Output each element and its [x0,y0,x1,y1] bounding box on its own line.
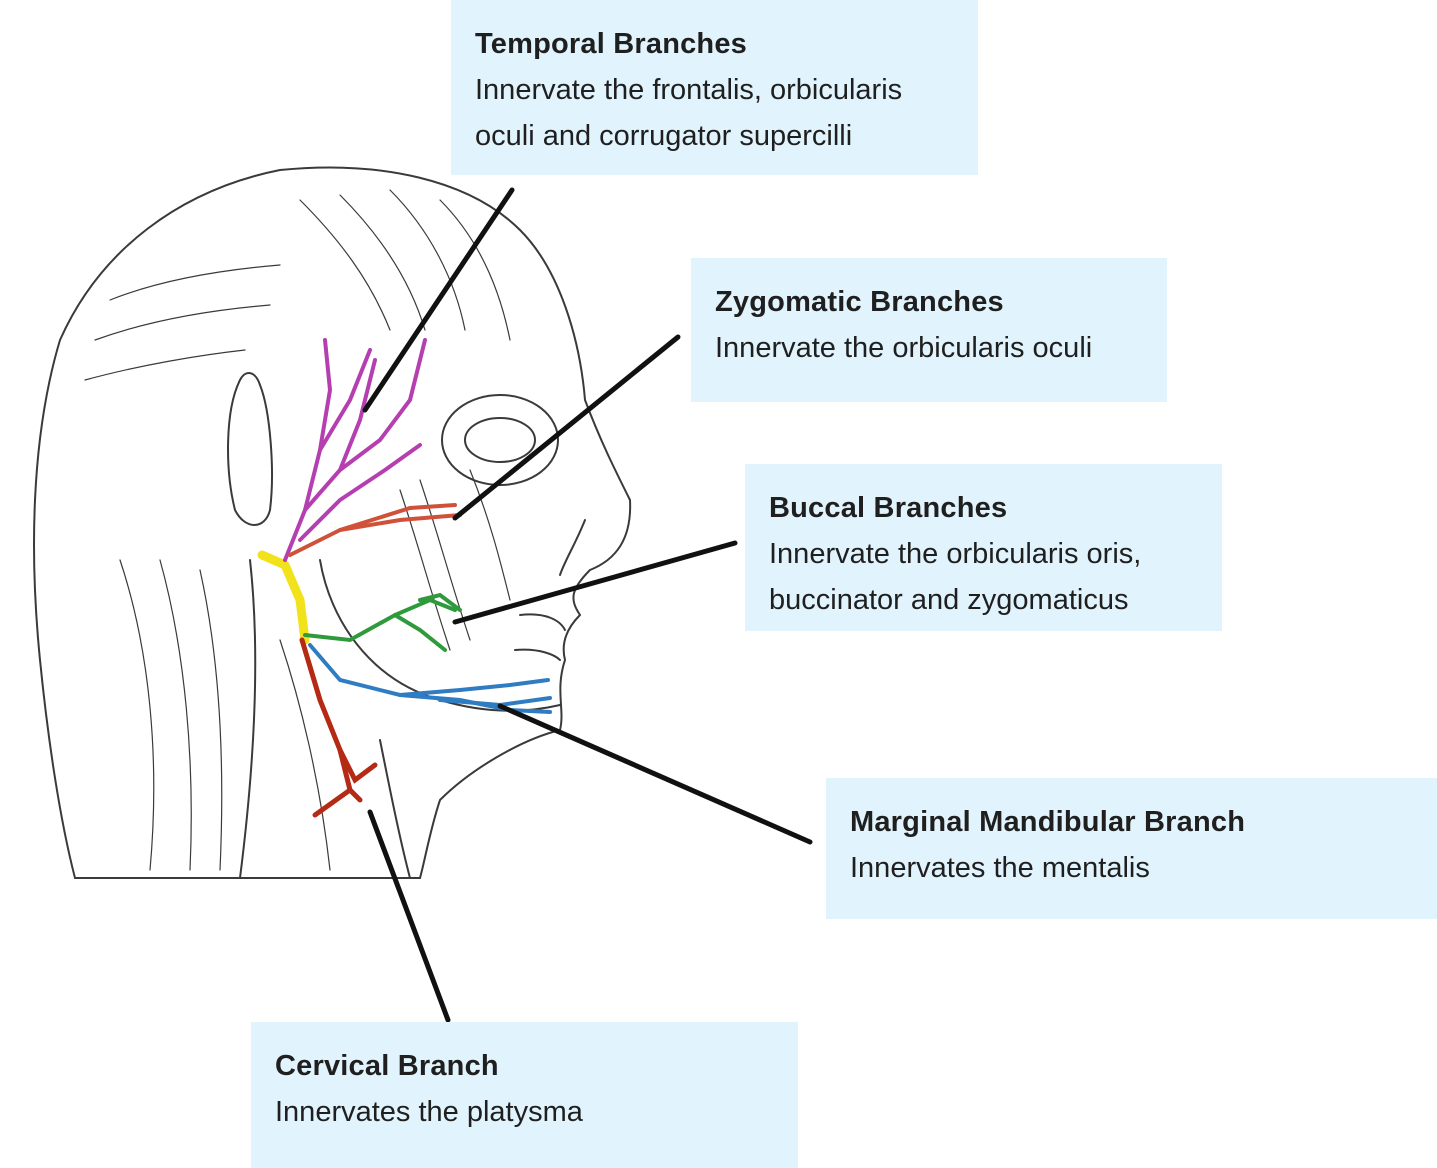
facial-nerve-trunk [257,550,310,645]
marginal-mandibular-branch-description: Innervates the mentalis [850,851,1150,884]
temporal-branches-title: Temporal Branches [475,28,748,60]
temporal-branches-description: Innervate the frontalis, orbicularis ocu… [475,73,903,153]
marginal-mandibular-branch-title: Marginal Mandibular Branch [850,806,1246,838]
zygomatic-branches-description: Innervate the orbicularis oculi [715,331,1093,364]
temporal-branches-label: Temporal Branches Innervate the frontali… [451,0,978,175]
leader-line-zygomatic [452,334,681,521]
buccal-branch-lines [303,592,462,652]
marginal-mandibular-branch-label: Marginal Mandibular Branch Innervates th… [826,778,1437,919]
zygomatic-branches-label: Zygomatic Branches Innervate the orbicul… [691,258,1167,402]
marginal-branch-lines [308,643,552,714]
buccal-branches-description: Innervate the orbicularis oris, buccinat… [769,537,1142,617]
leader-line-buccal [452,540,738,625]
cervical-branch-description: Innervates the platysma [275,1095,583,1128]
temporal-branch-lines [283,338,427,562]
leader-line-marginal [497,703,813,845]
leader-line-temporal [362,187,515,413]
zygomatic-branch-lines [288,503,462,557]
zygomatic-branches-title: Zygomatic Branches [715,286,1004,318]
buccal-branches-title: Buccal Branches [769,492,1008,524]
leader-lines [362,187,813,1023]
buccal-branches-label: Buccal Branches Innervate the orbiculari… [745,464,1222,631]
cervical-branch-title: Cervical Branch [275,1050,499,1082]
leader-line-cervical [367,809,451,1023]
head-sketch [33,166,632,879]
cervical-branch-lines [299,637,378,818]
cervical-branch-label: Cervical Branch Innervates the platysma [251,1022,798,1168]
